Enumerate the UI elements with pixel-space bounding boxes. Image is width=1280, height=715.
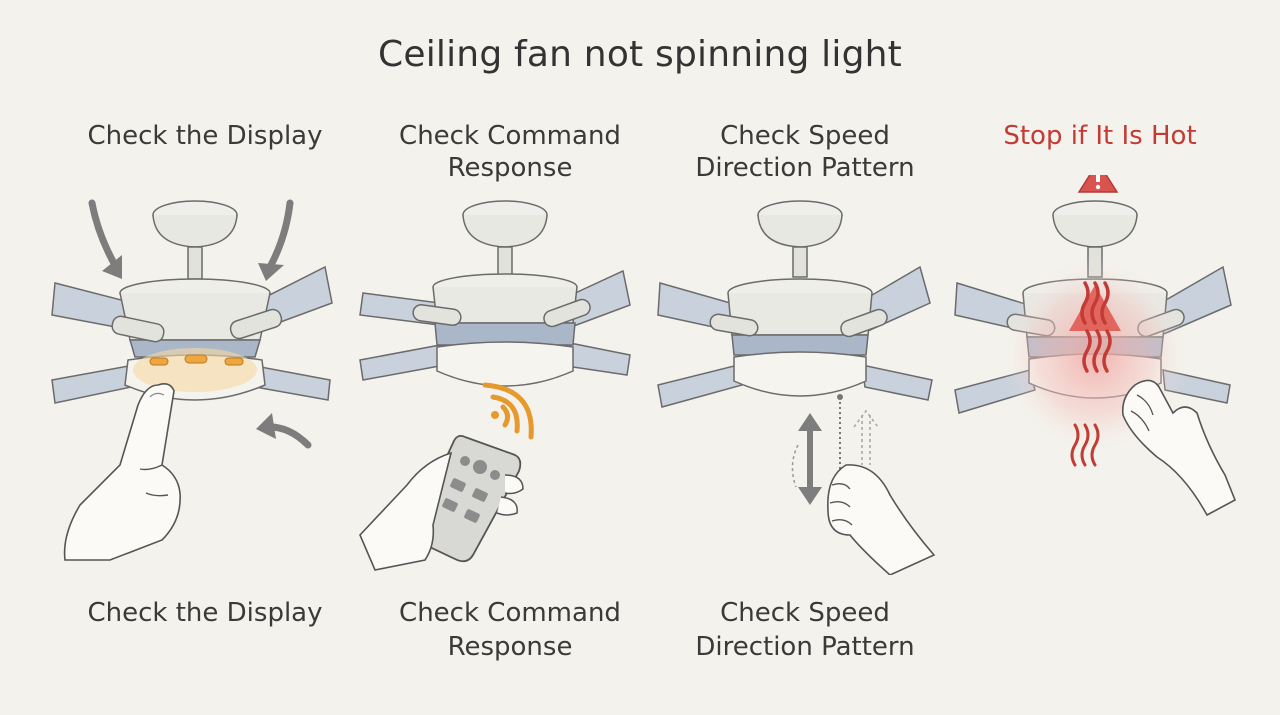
illustration bbox=[50, 175, 360, 575]
illustration bbox=[650, 175, 960, 575]
remote-control-icon bbox=[411, 434, 522, 563]
panel-check-command-response: Check Command Response bbox=[355, 0, 665, 715]
warning-triangle-icon bbox=[1077, 175, 1119, 193]
panel-caption: Check Speed Direction Pattern bbox=[695, 598, 915, 662]
panel-check-speed-direction: Check Speed Direction Pattern bbox=[650, 0, 960, 715]
panel-title-warning: Stop if It Is Hot bbox=[1003, 121, 1197, 151]
hand-icon bbox=[1121, 379, 1237, 517]
panel-caption: Check the Display bbox=[87, 598, 323, 628]
panel-caption: Check Command Response bbox=[399, 598, 621, 662]
up-down-arrow-icon bbox=[791, 409, 879, 505]
illustration bbox=[945, 175, 1255, 575]
pull-chain-icon bbox=[837, 394, 843, 475]
panel-check-display: Check the Display bbox=[50, 0, 360, 715]
ceiling-fan-icon bbox=[51, 200, 333, 404]
panel-title: Check Command Response bbox=[399, 121, 621, 183]
page-title: Ceiling fan not spinning light bbox=[378, 34, 902, 75]
pointing-hand-icon bbox=[63, 383, 181, 561]
ceiling-fan-icon bbox=[657, 200, 933, 408]
panel-title: Check the Display bbox=[87, 121, 323, 151]
illustration bbox=[355, 175, 665, 575]
hand-icon bbox=[359, 451, 524, 571]
panel-stop-if-hot: Stop if It Is Hot bbox=[945, 0, 1255, 715]
ceiling-fan-icon bbox=[359, 200, 631, 387]
panel-title: Check Speed Direction Pattern bbox=[695, 121, 915, 183]
arrow-icon bbox=[88, 199, 312, 449]
signal-waves-icon bbox=[482, 382, 534, 440]
hand-icon bbox=[827, 464, 936, 575]
